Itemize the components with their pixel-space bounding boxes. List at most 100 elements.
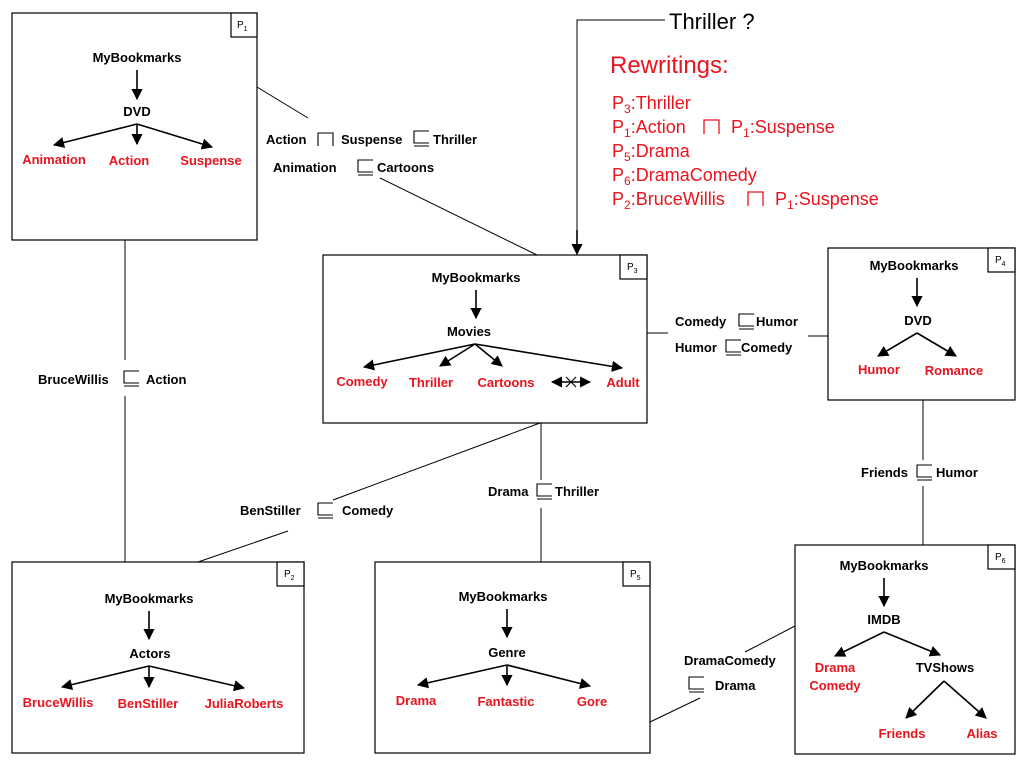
peer-p3: P3 MyBookmarks Movies Comedy Thriller Ca… (322, 254, 648, 424)
intersection-icon (703, 119, 720, 134)
p2-root: MyBookmarks (105, 591, 194, 606)
rewriting-5: P2:BruceWillis (612, 189, 725, 212)
mapping-p1-p3-a: Action (266, 132, 307, 147)
peer-p1-label-box (230, 12, 258, 38)
subsumption-icon (688, 676, 704, 693)
mapping-p4-p6-a: Friends (861, 465, 908, 480)
peer-p2-box (11, 561, 305, 754)
peer-p6-label: P6 (995, 552, 1006, 565)
subsumption-icon (357, 159, 373, 176)
peer-p2: P2 MyBookmarks Actors BruceWillis BenSti… (11, 561, 305, 754)
mapping-p2-p3-a: BenStiller (240, 503, 301, 518)
mapping-p2-p3: BenStiller Comedy (240, 502, 394, 519)
rewritings-title: Rewritings: (610, 52, 729, 79)
p3-edge (362, 343, 476, 371)
mapping-p1-p2-a: BruceWillis (38, 372, 109, 387)
p6-sub: TVShows (916, 660, 975, 675)
disjoint-arrow (550, 376, 592, 388)
p5-edge (506, 664, 592, 689)
mapping-p4-p6-b: Humor (936, 465, 978, 480)
peer-p3-box (322, 254, 648, 424)
p6-leaf: Friends (879, 726, 926, 741)
rewritings-panel: Rewritings: P3:Thriller P1:Action P1:Sus… (610, 52, 879, 212)
intersection-icon (317, 132, 334, 146)
p5-leaf: Gore (577, 694, 607, 709)
peer-p6-box (794, 544, 1016, 755)
mapping-p1-p3: Action Suspense Thriller Animation Carto… (266, 130, 477, 176)
peer-p2-label-box (276, 561, 305, 587)
p6-root: MyBookmarks (840, 558, 929, 573)
p1-leaf: Animation (22, 152, 86, 167)
mapping-p3-p4-d: Comedy (741, 340, 793, 355)
peer-p1-label: P1 (237, 20, 248, 33)
rewriting-1: P3:Thriller (612, 93, 691, 116)
line-p6-dramacomedy (744, 625, 796, 653)
peer-p1-box (11, 12, 258, 241)
subsumption-icon (725, 339, 741, 356)
p5-mid: Genre (488, 645, 526, 660)
p4-leaf: Romance (925, 363, 984, 378)
line-dramacomedy-p5 (649, 697, 701, 723)
peer-p4-label-box (987, 247, 1016, 273)
p6-leaf: Alias (966, 726, 997, 741)
peer-p3-label: P3 (627, 262, 638, 275)
p1-leaf: Suspense (180, 153, 241, 168)
rewriting-5-rhs: P1:Suspense (775, 189, 879, 212)
rewriting-4: P6:DramaComedy (612, 165, 757, 188)
mapping-p1-p3-b: Suspense (341, 132, 402, 147)
line-mapping-p3 (379, 177, 538, 256)
p3-edge (474, 343, 503, 367)
rewriting-2: P1:Action (612, 117, 686, 140)
p5-leaf: Drama (396, 693, 437, 708)
mapping-p3-p4-a: Comedy (675, 314, 727, 329)
peer-p5-box (374, 561, 651, 754)
p3-leaf: Thriller (409, 375, 453, 390)
p6-leaf-drama-comedy-line2: Comedy (809, 678, 861, 693)
p1-edge (136, 123, 214, 150)
p2-mid: Actors (129, 646, 170, 661)
p6-edge (943, 680, 987, 719)
query-arrow-line (576, 19, 665, 247)
intersection-icon (747, 191, 764, 206)
subsumption-icon (317, 502, 333, 519)
p3-edge (439, 343, 476, 367)
mapping-p1-p3-e: Cartoons (377, 160, 434, 175)
p3-edge (474, 343, 624, 372)
mapping-p1-p3-d: Animation (273, 160, 337, 175)
p2-leaf: JuliaRoberts (205, 696, 284, 711)
mapping-p3-p4-b: Humor (756, 314, 798, 329)
peer-p4-box (827, 247, 1016, 401)
mapping-p1-p2: BruceWillis Action (38, 370, 187, 387)
mapping-p5-p6-a: DramaComedy (684, 653, 777, 668)
peer-p5: P5 MyBookmarks Genre Drama Fantastic Gor… (374, 561, 651, 754)
line-benstiller-p2 (197, 530, 289, 563)
line-p1-mapping (256, 86, 309, 119)
mapping-p5-p6: DramaComedy Drama (684, 653, 777, 693)
rewriting-3: P5:Drama (612, 141, 691, 164)
p1-edge (52, 123, 138, 148)
mapping-p5-p6-b: Drama (715, 678, 756, 693)
peer-p4-label: P4 (995, 255, 1006, 268)
p4-edge (877, 332, 918, 357)
p4-mid: DVD (904, 313, 931, 328)
p6-edge (833, 631, 885, 657)
p2-leaf: BenStiller (118, 696, 179, 711)
mapping-p2-p3-b: Comedy (342, 503, 394, 518)
peer-p4: P4 MyBookmarks DVD Humor Romance (827, 247, 1016, 401)
p5-edge (416, 664, 508, 689)
mapping-p3-p4: Comedy Humor Humor Comedy (675, 313, 798, 356)
rewriting-2-rhs: P1:Suspense (731, 117, 835, 140)
mapping-p3-p5: Drama Thriller (488, 483, 599, 500)
line-p3-benstiller (332, 422, 541, 501)
p3-leaf: Comedy (336, 374, 388, 389)
p6-edge (905, 680, 945, 719)
p1-root: MyBookmarks (93, 50, 182, 65)
peer-p5-label-box (622, 561, 651, 587)
p4-root: MyBookmarks (870, 258, 959, 273)
p6-leaf-drama-comedy-line1: Drama (815, 660, 856, 675)
p5-root: MyBookmarks (459, 589, 548, 604)
p6-edge (883, 631, 942, 657)
p2-edge (60, 665, 150, 691)
p6-mid: IMDB (867, 612, 900, 627)
